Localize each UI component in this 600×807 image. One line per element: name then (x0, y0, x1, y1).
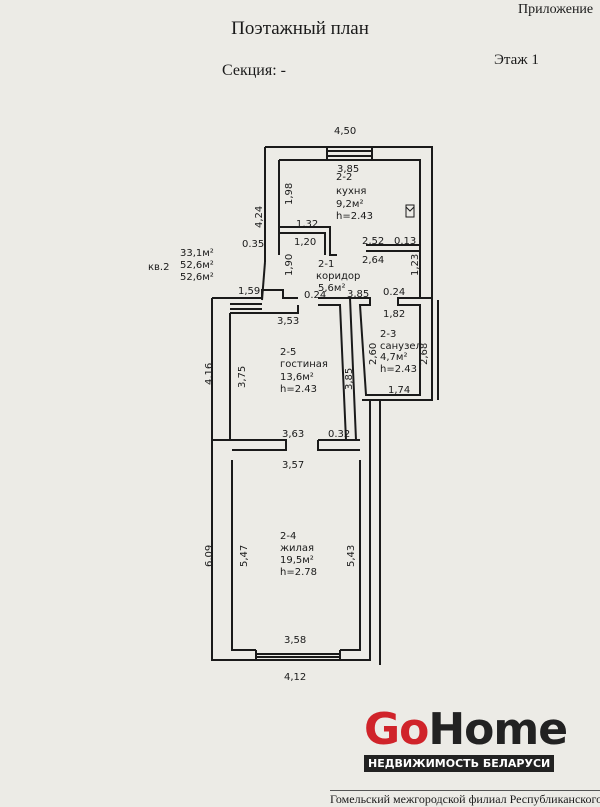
room-name: кухня (336, 186, 366, 197)
room-area: 13,6м² (280, 372, 314, 383)
room-id: 2-2 (336, 172, 352, 183)
dimension-label: 2,60 (368, 343, 379, 365)
dimension-label: 4,24 (254, 206, 265, 228)
dimension-label: 5,47 (239, 545, 250, 567)
room-area: 5,6м² (318, 283, 345, 294)
dimension-label: 6,09 (204, 545, 215, 567)
dimension-label: 4,16 (204, 363, 215, 385)
apartment-area-total2: 52,6м² (180, 272, 214, 283)
room-name: санузел (380, 341, 422, 352)
dimension-label: 0.32 (328, 429, 350, 440)
dimension-label: 3,85 (347, 289, 369, 300)
gohome-logo: GoHome НЕДВИЖИМОСТЬ БЕЛАРУСИ (364, 708, 568, 772)
room-2-1: 2-1 коридор 5,6м² (316, 259, 360, 294)
walls (211, 146, 439, 665)
room-name: жилая (280, 543, 314, 554)
dimension-label: 3,53 (277, 316, 299, 327)
dimension-label: 1,90 (284, 254, 295, 276)
room-area: 4,7м² (380, 352, 407, 363)
dimension-label: 0.35 (242, 239, 264, 250)
dimension-label: 1,20 (294, 237, 316, 248)
logo-home: Home (428, 704, 568, 755)
room-height: h=2.43 (280, 384, 317, 395)
dimension-labels: 4,50 3,85 1,98 4,24 1,32 1,20 0.35 2,52 … (204, 126, 430, 683)
room-id: 2-4 (280, 531, 296, 542)
section-label: Секция: - (222, 62, 286, 79)
apartment-label: кв.2 (148, 262, 169, 273)
room-id: 2-1 (318, 259, 334, 270)
dimension-label: 1,98 (284, 183, 295, 205)
floor-label: Этаж 1 (494, 52, 539, 68)
dimension-label: 1,82 (383, 309, 405, 320)
room-height: h=2.78 (280, 567, 317, 578)
room-name: гостиная (280, 359, 328, 370)
dimension-label: 0.24 (383, 287, 405, 298)
room-id: 2-5 (280, 347, 296, 358)
room-height: h=2.43 (336, 211, 373, 222)
dimension-label: 0.24 (304, 290, 326, 301)
room-2-3: 2-3 санузел 4,7м² h=2.43 (380, 329, 422, 375)
room-id: 2-3 (380, 329, 396, 340)
dimension-label: 3,85 (344, 368, 355, 390)
apartment-area-total: 52,6м² (180, 260, 214, 271)
appendix-label: Приложение (518, 2, 594, 17)
dimension-label: 3,63 (282, 429, 304, 440)
dimension-label: 2,68 (419, 343, 430, 365)
dimension-label: 4,12 (284, 672, 306, 683)
footer-text: Гомельский межгородской филиал Республик… (330, 790, 600, 806)
dimension-label: 3,57 (282, 460, 304, 471)
room-height: h=2.43 (380, 364, 417, 375)
room-name: коридор (316, 271, 360, 282)
dimension-label: 1,59 (238, 286, 260, 297)
room-2-5: 2-5 гостиная 13,6м² h=2.43 (280, 347, 328, 395)
dimension-label: 4,50 (334, 126, 356, 137)
dimension-label: 1,23 (410, 254, 421, 276)
page-title: Поэтажный план (231, 18, 369, 39)
kitchen-stove-icon (405, 204, 415, 218)
dimension-label: 3,75 (237, 366, 248, 388)
dimension-label: 1,32 (296, 219, 318, 230)
dimension-label: 2,64 (362, 255, 384, 266)
logo-go: Go (364, 704, 429, 755)
room-area: 9,2м² (336, 199, 363, 210)
dimension-label: 0.13 (394, 236, 416, 247)
dimension-label: 3,58 (284, 635, 306, 646)
dimension-label: 5,43 (346, 545, 357, 567)
apartment-area-living: 33,1м² (180, 248, 214, 259)
dimension-label: 2,52 (362, 236, 384, 247)
room-2-4: 2-4 жилая 19,5м² h=2.78 (280, 531, 317, 578)
room-2-2: 2-2 кухня 9,2м² h=2.43 (336, 172, 373, 222)
logo-subtitle: НЕДВИЖИМОСТЬ БЕЛАРУСИ (364, 755, 555, 772)
room-area: 19,5м² (280, 555, 314, 566)
dimension-label: 3,85 (337, 164, 359, 175)
dimension-label: 1,74 (388, 385, 410, 396)
